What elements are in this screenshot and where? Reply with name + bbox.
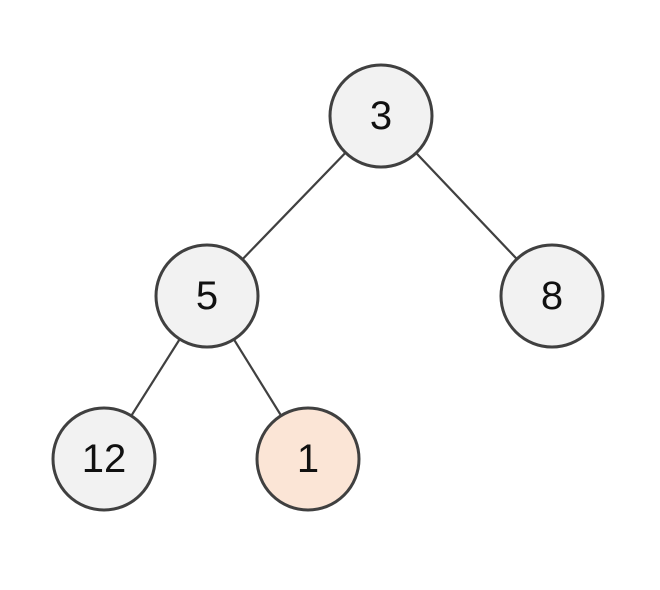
node-label: 3 (370, 94, 392, 138)
node-circle (154, 243, 260, 349)
node-label: 1 (297, 437, 319, 481)
node-circle-highlighted (255, 406, 361, 512)
node-label: 12 (82, 437, 127, 481)
tree-node-8[interactable]: 8 (499, 243, 605, 349)
tree-node-5[interactable]: 5 (154, 243, 260, 349)
tree-node-12[interactable]: 12 (51, 406, 157, 512)
tree-node-3[interactable]: 3 (328, 63, 434, 169)
node-label: 8 (541, 274, 563, 318)
node-circle (499, 243, 605, 349)
node-circle (51, 406, 157, 512)
node-label: 5 (196, 274, 218, 318)
node-circle (328, 63, 434, 169)
tree-node-1[interactable]: 1 (255, 406, 361, 512)
